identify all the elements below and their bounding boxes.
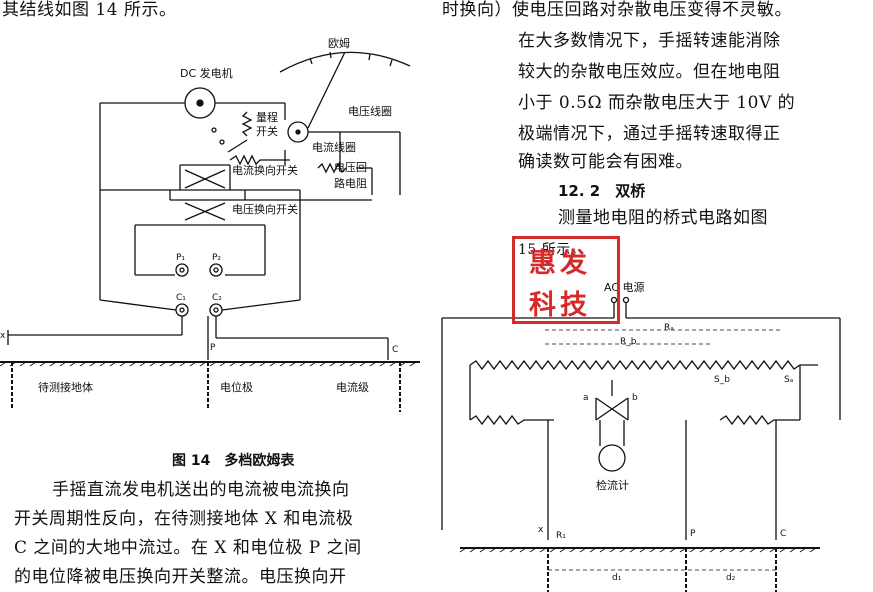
fig14-caption: 图 14 多档欧姆表 [172, 453, 295, 469]
watermark-line-1: 惠发 [529, 248, 591, 279]
fig15-label-r1: R₁ [556, 531, 566, 541]
fig14-label-current-reversing-switch: 电流换向开关 [232, 164, 298, 177]
fig14-label-p1: P₁ [176, 253, 186, 263]
left-paragraph-line-4: 的电位降被电压换向开关整流。电压换向开 [14, 567, 347, 587]
fig14-label-voltage-resistor-2: 路电阻 [334, 177, 367, 190]
fig14-label-p2: P₂ [212, 253, 222, 263]
right-line-1: 时换向）使电压回路对杂散电压变得不灵敏。 [442, 0, 792, 20]
fig14-label-voltage-coil: 电压线圈 [348, 105, 392, 118]
fig15-label-b: b [632, 393, 638, 403]
fig15-label-ac-source: AC 电源 [604, 281, 645, 294]
fig14-label-voltage-resistor-1: 电压回 [334, 161, 367, 174]
right-line-3: 较大的杂散电压效应。但在地电阻 [518, 62, 781, 82]
section-line-1: 测量地电阻的桥式电路如图 [558, 208, 768, 228]
right-line-5: 极端情况下，通过手摇转速取得正 [518, 124, 781, 144]
fig14-label-ohm: 欧姆 [328, 37, 350, 50]
fig15-label-p: P [690, 529, 696, 539]
fig14-label-c: C [392, 345, 399, 355]
fig15-label-ra: Rₐ [664, 323, 674, 333]
section-line-2: 15 所示。 [518, 242, 586, 258]
figure-14-multirange-ohmmeter [0, 51, 420, 412]
fig14-label-potential-electrode: 电位极 [220, 381, 253, 394]
watermark-line-2: 科技 [529, 290, 591, 321]
right-line-4: 小于 0.5Ω 而杂散电压大于 10V 的 [518, 93, 796, 113]
fig14-label-current-coil: 电流线圈 [312, 141, 356, 154]
fig14-label-voltage-reversing-switch: 电压换向开关 [232, 203, 298, 216]
fig14-label-x: x [0, 331, 6, 341]
top-line: 其结线如图 14 所示。 [2, 0, 177, 20]
left-paragraph-line-2: 开关周期性反向，在待测接地体 X 和电流极 [14, 509, 354, 529]
fig14-label-range-switch-2: 开关 [256, 125, 278, 138]
fig15-label-a: a [583, 393, 589, 403]
fig14-label-dc-generator: DC 发电机 [180, 67, 233, 80]
watermark-stamp: 惠发 科技 [512, 236, 620, 324]
right-line-6: 确读数可能会有困难。 [518, 152, 693, 172]
left-paragraph-line-1: 手摇直流发电机送出的电流被电流换向 [52, 480, 350, 500]
fig15-label-sa: Sₐ [784, 375, 794, 385]
fig15-label-x: x [538, 525, 544, 535]
right-line-2: 在大多数情况下，手摇转速能消除 [518, 31, 781, 51]
fig14-label-p: P [210, 343, 216, 353]
fig15-label-rb: R_b [620, 337, 637, 347]
fig15-label-sb: S_b [714, 375, 730, 385]
fig15-label-d2: d₂ [726, 573, 736, 583]
fig15-label-c: C [780, 529, 787, 539]
section-heading: 12. 2 双桥 [558, 182, 646, 200]
fig14-label-c2: C₂ [212, 293, 222, 303]
fig14-label-c1: C₁ [176, 293, 186, 303]
fig14-label-range-switch-1: 量程 [256, 111, 278, 124]
left-paragraph-line-3: C 之间的大地中流过。在 X 和电位极 P 之间 [14, 538, 362, 558]
fig14-label-current-electrode: 电流级 [336, 381, 369, 394]
fig15-label-d1: d₁ [612, 573, 622, 583]
fig15-label-galvanometer: 检流计 [596, 479, 629, 492]
fig14-label-grounded-body: 待测接地体 [38, 381, 93, 394]
